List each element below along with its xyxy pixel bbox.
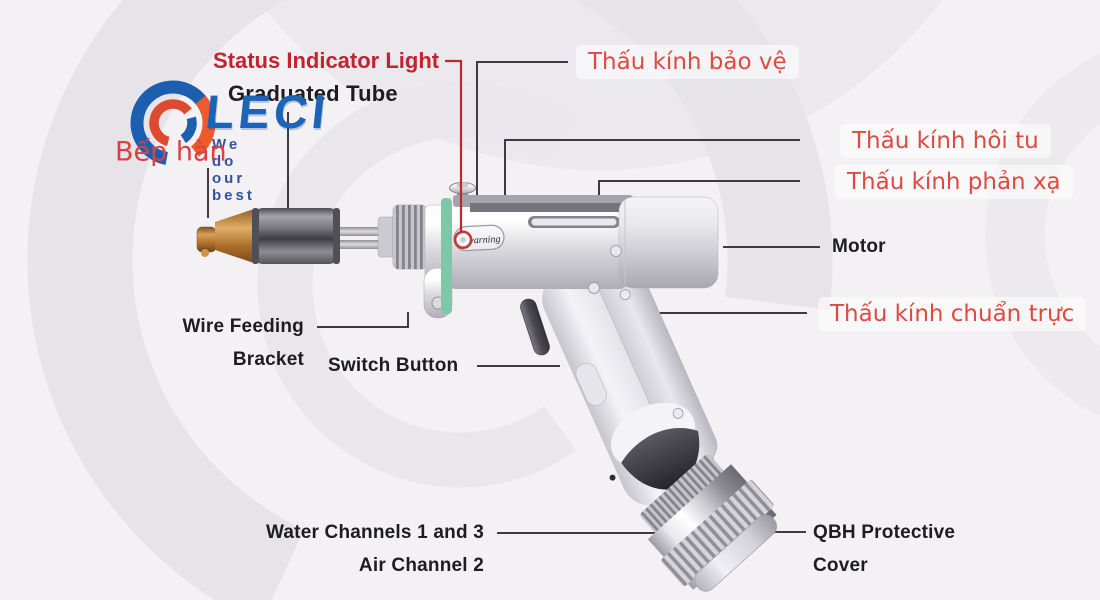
label-motor: Motor — [832, 236, 886, 257]
qbh-connector — [640, 454, 778, 592]
wire-guide-rod — [340, 240, 384, 249]
motor-housing — [618, 196, 719, 289]
switch-button — [520, 298, 550, 356]
green-accent-band — [441, 198, 452, 314]
brand-name: LECI — [203, 85, 332, 138]
leader-focus-lens — [504, 139, 800, 199]
label-bep-han: Bếp hàn — [115, 136, 227, 168]
brand-tagline: We do our best — [212, 136, 255, 204]
nozzle-assembly — [196, 204, 428, 270]
wire-guide-rod — [340, 227, 384, 236]
label-reflect-lens: Thấu kính phản xạ — [835, 165, 1073, 199]
handle-dark-accent — [621, 427, 700, 490]
label-graduated-tube: Graduated Tube — [228, 81, 398, 106]
gun-body: warning — [423, 182, 719, 319]
label-wire-feeding-bracket: Wire Feeding Bracket — [182, 316, 304, 370]
welding-gun-illustration: warning — [196, 182, 778, 592]
label-status-indicator-light: Status Indicator Light — [213, 48, 440, 73]
trigger-guard — [575, 362, 607, 406]
label-focus-lens: Thấu kính hôi tu — [840, 124, 1051, 158]
leader-status-indicator — [445, 59, 463, 233]
qbh-protective-cover — [694, 514, 778, 592]
warning-text: warning — [467, 234, 501, 247]
label-water-channels: Water Channels 1 and 3 Air Channel 2 — [265, 522, 484, 576]
leader-wire-feeding — [317, 312, 409, 328]
label-protective-lens: Thấu kính bảo vệ — [576, 45, 799, 79]
label-switch-button: Switch Button — [328, 355, 459, 376]
leader-protective-lens — [476, 61, 568, 200]
gun-handle — [542, 237, 718, 506]
leci-logo-icon — [130, 80, 216, 166]
label-collimating-lens: Thấu kính chuẩn trực — [818, 297, 1087, 331]
warning-plate: warning — [453, 224, 505, 252]
copper-nozzle-tip — [196, 226, 217, 253]
label-qbh-protective-cover: QBH Protective Cover — [813, 522, 956, 576]
graduated-tube — [252, 208, 340, 264]
nozzle-cone — [215, 209, 254, 263]
